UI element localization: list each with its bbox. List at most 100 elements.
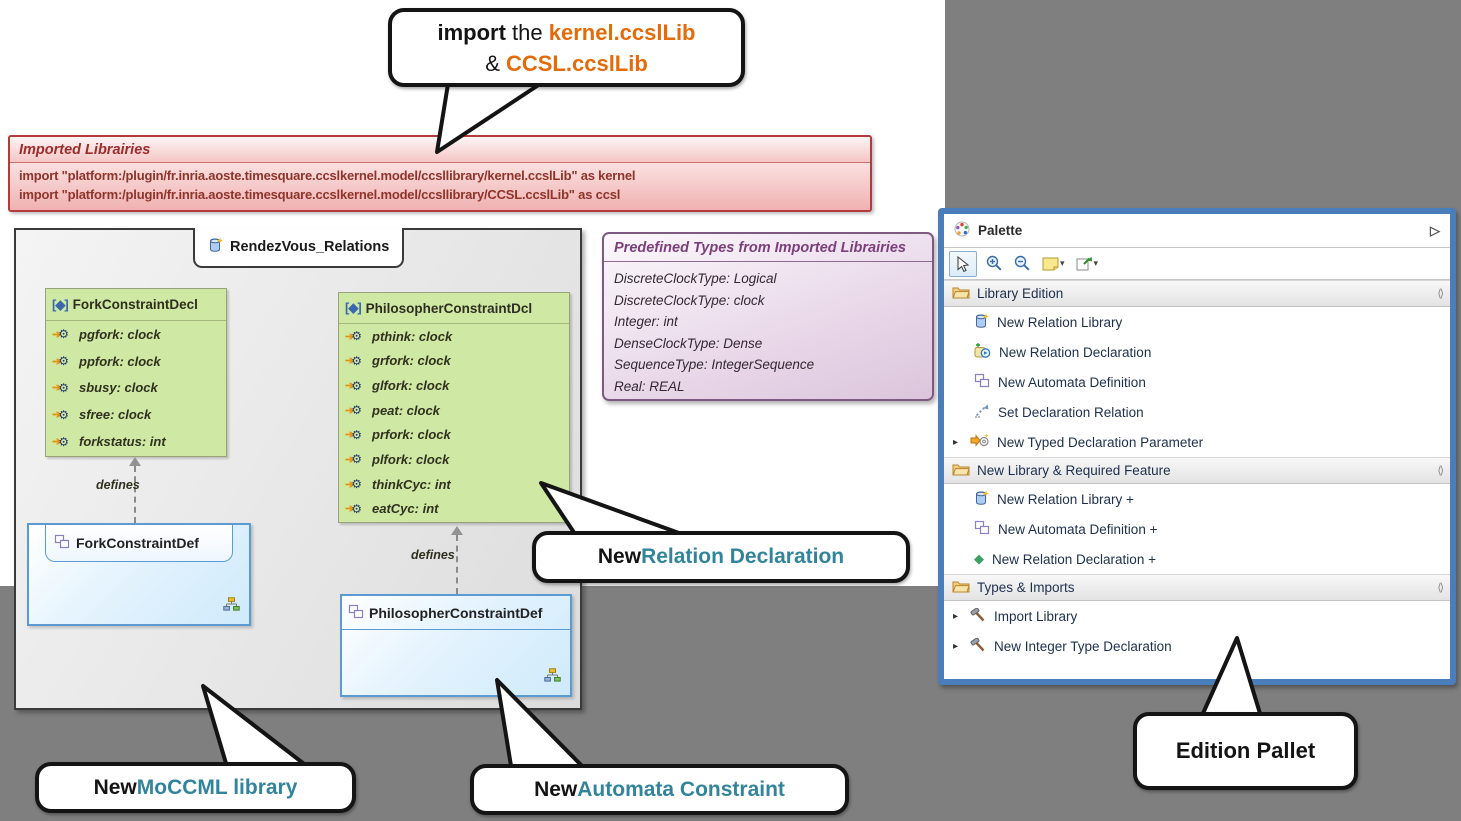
palette-item-import-library[interactable]: ▸ Import Library (944, 601, 1450, 631)
set-declaration-relation-icon (974, 403, 990, 421)
predefined-types-title: Predefined Types from Imported Librairie… (604, 234, 932, 262)
type-line: Real: REAL (614, 378, 685, 394)
folder-icon (952, 285, 970, 302)
palette-section-types-imports[interactable]: Types & Imports ⟨⟩ (944, 574, 1450, 601)
select-tool-button[interactable] (949, 250, 977, 277)
dropdown-caret-icon[interactable]: ▾ (1060, 258, 1065, 268)
philosopher-constraint-decl-header[interactable]: [◆] PhilosopherConstraintDcl (339, 293, 569, 324)
section-label: Types & Imports (977, 580, 1075, 595)
attribute-label: plfork: clock (372, 451, 450, 467)
palette-toolbar: ▾ ▾ (944, 248, 1450, 280)
defines-label: defines (411, 548, 455, 562)
attribute-row[interactable]: ➔⚙sfree: clock (46, 401, 226, 428)
attribute-label: forkstatus: int (79, 434, 166, 450)
callout-line: & CCSL.ccslLib (485, 50, 648, 76)
imported-libraries-note[interactable]: Imported Librairies import "platform:/pl… (8, 135, 872, 212)
stamp-tool-button[interactable]: ▾ (1074, 252, 1101, 276)
attribute-label: pgfork: clock (79, 326, 161, 342)
palette-title: Palette (978, 223, 1023, 238)
automata-definition-icon (974, 520, 990, 538)
hammer-icon (970, 607, 986, 625)
attribute-label: sbusy: clock (79, 380, 158, 396)
parameter-icon: ➔⚙ (345, 427, 362, 442)
attribute-row[interactable]: ➔⚙eatCyc: int (339, 496, 569, 521)
palette-item-set-declaration-relation[interactable]: Set Declaration Relation (944, 397, 1450, 427)
type-line: SequenceType: IntegerSequence (614, 357, 815, 372)
palette-item-new-relation-library-plus[interactable]: New Relation Library + (944, 484, 1450, 514)
type-line: Integer: int (614, 314, 678, 329)
attribute-label: ppfork: clock (79, 353, 161, 369)
palette-item-new-integer-type-declaration[interactable]: ▸ New Integer Type Declaration (944, 631, 1450, 661)
zoom-out-tool-button[interactable] (1012, 252, 1033, 276)
defines-edge[interactable] (134, 466, 136, 523)
dropdown-caret-icon[interactable]: ▾ (1093, 258, 1099, 268)
zoom-in-tool-button[interactable] (984, 252, 1005, 276)
defines-edge[interactable] (456, 535, 458, 594)
import-line: import "platform:/plugin/fr.inria.aoste.… (19, 187, 621, 202)
philosopher-constraint-decl-box[interactable]: [◆] PhilosopherConstraintDcl ➔⚙ pthink: c… (338, 292, 570, 523)
palette-item-new-relation-library[interactable]: New Relation Library (944, 307, 1450, 337)
palette-item-new-relation-declaration[interactable]: New Relation Declaration (944, 337, 1450, 367)
attribute-row[interactable]: ➔⚙peat: clock (339, 398, 569, 423)
defines-arrowhead (129, 457, 141, 466)
expander-icon[interactable]: ▸ (953, 436, 959, 448)
fork-constraint-def-box[interactable]: ForkConstraintDef (27, 523, 251, 626)
attribute-row[interactable]: ➔⚙prfork: clock (339, 423, 569, 448)
fork-constraint-decl-box[interactable]: [◆] ForkConstraintDecl ➔⚙ pgfork: clock ➔… (45, 288, 227, 457)
philosopher-constraint-def-title: PhilosopherConstraintDef (369, 604, 543, 621)
parameter-icon: ➔⚙ (345, 477, 362, 492)
attribute-row[interactable]: ➔⚙ pthink: clock (339, 324, 569, 349)
type-line: DiscreteClockType: Logical (614, 271, 777, 286)
attribute-row[interactable]: ➔⚙forkstatus: int (46, 428, 226, 455)
parameter-icon: ➔⚙ (345, 353, 362, 368)
pin-icon[interactable]: ⟨⟩ (1437, 582, 1443, 594)
attribute-label: grfork: clock (372, 353, 451, 369)
callout-import-libraries: import the kernel.ccslLib & CCSL.ccslLib (388, 8, 745, 87)
attribute-row[interactable]: ➔⚙plfork: clock (339, 447, 569, 472)
palette-section-new-library-required-feature[interactable]: New Library & Required Feature ⟨⟩ (944, 457, 1450, 484)
attribute-row[interactable]: ➔⚙sbusy: clock (46, 375, 226, 402)
item-label: New Automata Definition + (998, 521, 1158, 537)
item-label: Import Library (994, 608, 1078, 624)
attribute-label: eatCyc: int (372, 501, 439, 517)
folder-icon (952, 579, 970, 596)
item-label: New Typed Declaration Parameter (997, 434, 1204, 450)
palette-item-new-automata-definition-plus[interactable]: New Automata Definition + (944, 514, 1450, 544)
palette-item-new-relation-declaration-plus[interactable]: ◆ New Relation Declaration + (944, 544, 1450, 574)
imported-libraries-title: Imported Librairies (10, 137, 870, 163)
parameter-icon: ➔⚙ (345, 403, 362, 418)
automata-definition-icon (348, 604, 364, 622)
pin-icon[interactable]: ⟨⟩ (1437, 288, 1443, 300)
parameter-icon: ➔⚙ (345, 329, 362, 344)
expander-icon[interactable]: ▸ (953, 610, 959, 622)
attribute-row[interactable]: ➔⚙ pgfork: clock (46, 321, 226, 348)
package-tab[interactable]: RendezVous_Relations (193, 228, 405, 268)
palette-item-new-automata-definition[interactable]: New Automata Definition (944, 367, 1450, 397)
palette-section-library-edition[interactable]: Library Edition ⟨⟩ (944, 280, 1450, 307)
philosopher-constraint-def-header[interactable]: PhilosopherConstraintDef (342, 596, 570, 630)
fork-constraint-decl-header[interactable]: [◆] ForkConstraintDecl (46, 289, 226, 321)
collapse-arrow-icon[interactable]: ▷ (1430, 222, 1440, 238)
attribute-row[interactable]: ➔⚙ppfork: clock (46, 348, 226, 375)
attribute-row[interactable]: ➔⚙thinkCyc: int (339, 472, 569, 497)
predefined-types-note[interactable]: Predefined Types from Imported Librairie… (602, 232, 934, 401)
attribute-label: sfree: clock (79, 407, 152, 423)
parameter-icon: ➔⚙ (52, 327, 69, 342)
attribute-row[interactable]: ➔⚙ grfork: clock (339, 349, 569, 374)
item-label: New Automata Definition (998, 374, 1146, 390)
note-tool-button[interactable]: ▾ (1040, 252, 1067, 276)
attribute-row[interactable]: ➔⚙glfork: clock (339, 373, 569, 398)
palette-header[interactable]: Palette ▷ (944, 214, 1450, 248)
philosopher-constraint-def-box[interactable]: PhilosopherConstraintDef (340, 594, 572, 697)
automata-definition-icon (54, 534, 70, 552)
pin-icon[interactable]: ⟨⟩ (1437, 465, 1443, 477)
parameter-icon: ➔⚙ (345, 378, 362, 393)
defines-arrowhead (451, 526, 463, 535)
fork-constraint-def-title: ForkConstraintDef (76, 535, 199, 551)
attribute-label: pthink: clock (372, 328, 453, 344)
expander-icon[interactable]: ▸ (953, 640, 959, 652)
type-line: DenseClockType: Dense (614, 335, 763, 351)
palette-item-new-typed-declaration-parameter[interactable]: ▸ New Typed Declaration Parameter (944, 427, 1450, 457)
fork-constraint-def-header[interactable]: ForkConstraintDef (45, 525, 233, 562)
philosopher-constraint-decl-body: ➔⚙ pthink: clock ➔⚙ grfork: clock ➔⚙glfork… (339, 324, 569, 521)
